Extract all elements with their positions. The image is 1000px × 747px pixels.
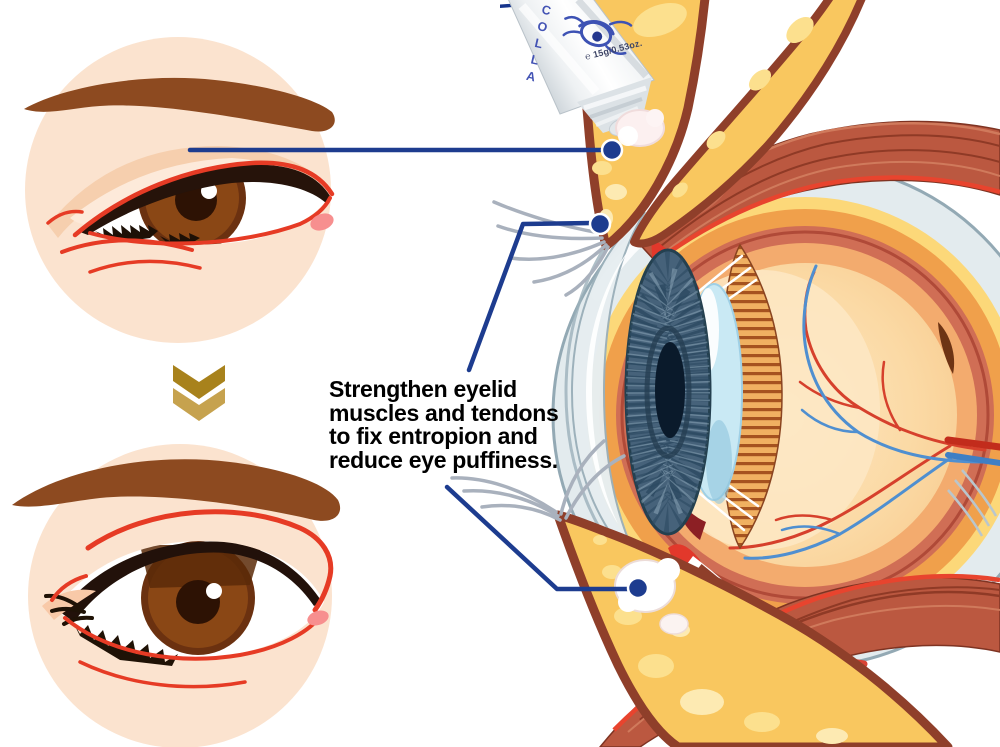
- eye-anatomy-illustration: [187, 0, 1000, 747]
- eye-brand-logo-icon: [562, 15, 633, 55]
- lower-lashes: [72, 620, 178, 666]
- pupil: [655, 342, 685, 438]
- lower-eyelashes: [450, 439, 626, 522]
- callout-line-middle: [466, 220, 595, 373]
- callout-dot-middle: [588, 212, 612, 236]
- iris-brown: [140, 541, 262, 655]
- annotation-line-1: Strengthen eyelid: [329, 376, 517, 402]
- callout-dots: [588, 138, 650, 600]
- callout-dot-upper: [600, 138, 624, 162]
- upper-lid-fold: [48, 146, 328, 238]
- double-chevron-down-icon: [173, 365, 225, 421]
- caruncle: [310, 213, 334, 231]
- annotation-line-2: muscles and tendons: [329, 399, 559, 426]
- before-eye-circle: [24, 37, 335, 343]
- cream-applied-upper: [615, 109, 665, 147]
- macula: [938, 322, 955, 374]
- callout-line-lower: [444, 484, 632, 592]
- lower-eyelid: [450, 439, 953, 747]
- inverted-lid-margin: [80, 164, 330, 235]
- caruncle: [307, 610, 329, 626]
- eyebrow: [12, 459, 341, 521]
- iris: [624, 248, 712, 536]
- optic-nerve-lines: [947, 469, 998, 537]
- upper-eyelashes: [492, 200, 610, 297]
- annotation-text: Strengthen eyelid muscles and tendons to…: [329, 376, 591, 473]
- callout-dot-lower: [626, 576, 650, 600]
- annotation-line-3: to fix entropion and: [329, 423, 538, 449]
- retinal-vessels: [728, 264, 1000, 560]
- callouts: [187, 147, 632, 592]
- irritation-lines: [46, 160, 335, 274]
- annotation-line-4: reduce eye puffiness.: [329, 446, 558, 473]
- after-eye-circle: [12, 444, 341, 747]
- corner-lashes: [44, 593, 94, 626]
- zonule-fibers: [696, 254, 760, 532]
- contour-lines: [50, 509, 334, 689]
- eyebrow: [24, 77, 335, 132]
- cream-tube: [500, 0, 665, 147]
- upper-lash-line: [60, 541, 226, 622]
